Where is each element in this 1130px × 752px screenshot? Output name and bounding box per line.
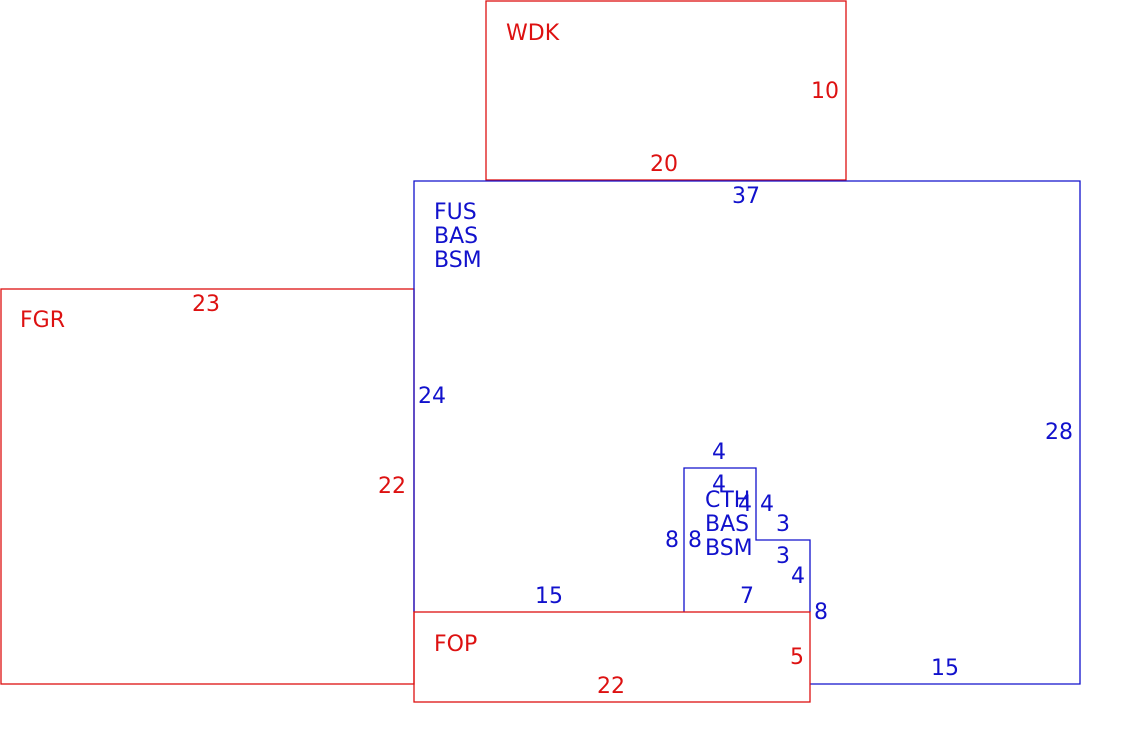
cth-step-dim-a: 4 bbox=[738, 492, 752, 517]
fus-label-line-2: BAS bbox=[434, 224, 478, 249]
fop-depth-dim: 5 bbox=[790, 645, 804, 670]
cth-label-line-1: CTH bbox=[705, 488, 750, 513]
cth-inner-top-dim: 4 bbox=[712, 472, 726, 497]
cth-bottom-dim: 7 bbox=[740, 584, 754, 609]
fus-left-dim: 24 bbox=[418, 384, 446, 409]
cth-label-line-3: BSM bbox=[705, 536, 753, 561]
fus-bottom-left-dim: 15 bbox=[535, 584, 563, 609]
fus-top-dim: 37 bbox=[732, 184, 760, 209]
fgr-width-dim: 23 bbox=[192, 292, 220, 317]
cth-outer-top-dim: 4 bbox=[712, 440, 726, 465]
fop-outline bbox=[413, 611, 811, 703]
fgr-label: FGR bbox=[20, 308, 65, 333]
cth-outline bbox=[683, 467, 811, 612]
fus-area: FUS BAS BSM 37 24 28 15 15 bbox=[413, 180, 1081, 685]
fus-right-dim: 28 bbox=[1045, 420, 1073, 445]
fus-outline bbox=[413, 180, 1081, 685]
cth-step-dim-d: 3 bbox=[776, 544, 790, 569]
fop-label: FOP bbox=[434, 632, 477, 657]
fus-label-line-1: FUS bbox=[434, 200, 477, 225]
wdk-outline bbox=[485, 0, 847, 181]
fgr-depth-dim: 22 bbox=[378, 474, 406, 499]
cth-step-dim-b: 4 bbox=[760, 492, 774, 517]
wdk-area: WDK 10 20 bbox=[485, 0, 847, 181]
cth-right-outer-dim: 8 bbox=[814, 600, 828, 625]
fus-bottom-right-dim: 15 bbox=[931, 656, 959, 681]
fop-area: FOP 5 22 bbox=[413, 611, 811, 703]
cth-label-line-2: BAS bbox=[705, 512, 749, 537]
fgr-outline bbox=[0, 288, 415, 685]
cth-inner-left-dim: 8 bbox=[688, 528, 702, 553]
fop-width-dim: 22 bbox=[597, 674, 625, 699]
fgr-area: FGR 23 22 bbox=[0, 288, 415, 685]
wdk-width-dim: 20 bbox=[650, 152, 678, 177]
cth-area: CTH BAS BSM 4 4 8 8 4 4 3 3 4 8 7 bbox=[665, 440, 828, 625]
cth-outer-left-dim: 8 bbox=[665, 528, 679, 553]
wdk-depth-dim: 10 bbox=[811, 79, 839, 104]
fus-label-line-3: BSM bbox=[434, 248, 482, 273]
wdk-label: WDK bbox=[506, 21, 560, 46]
cth-step-dim-c: 3 bbox=[776, 512, 790, 537]
cth-right-inner-dim: 4 bbox=[791, 564, 805, 589]
